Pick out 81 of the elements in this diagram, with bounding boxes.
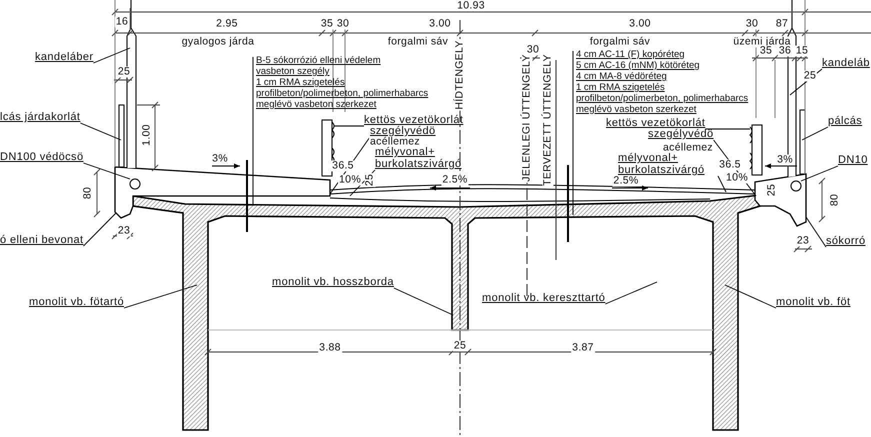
callout-text: kandeláber <box>35 51 94 63</box>
dimension-label: 25 <box>766 182 778 198</box>
leader-line <box>124 284 198 308</box>
dimension-label: 36 <box>778 46 792 56</box>
callout-text: kettös vezetökorlát <box>364 114 464 126</box>
dimension-label: 25 <box>452 340 468 352</box>
dimension-label: 23 <box>116 226 132 236</box>
callout-text: monolit vb. kereszttartó <box>482 292 606 304</box>
callout-text: mélyvonal+ burkolatszivárgó <box>375 146 475 170</box>
leader-line <box>790 68 822 96</box>
callout-text: B-5 sókorrózió elleni védelem vasbeton szegély 1 cm RMA szigetelés profilbeton/polimerbeton, polimerhabarcs meglévö vasbeton szerkezet <box>253 55 428 110</box>
callout-text: monolit vb. hosszborda <box>272 276 394 288</box>
callout-text: pálcás <box>828 115 862 127</box>
dimension-label: 16 <box>114 16 130 28</box>
dimension-label: 10.93 <box>456 0 486 12</box>
callout-text: szegélyvédö <box>648 128 714 140</box>
callout-text: DN10 <box>838 154 868 166</box>
dimension-label: 3.88 <box>318 342 342 354</box>
dimension-label: 30 <box>336 18 350 30</box>
leader-line <box>802 126 828 140</box>
callout-text: monolit vb. föt <box>776 296 850 308</box>
dimension-label: 3% <box>776 154 794 166</box>
leader-line <box>704 128 750 130</box>
dimension-label: 3.00 <box>628 18 652 30</box>
callout-text: DN100 védöcsö <box>0 151 84 163</box>
dimension-label: 87 <box>774 18 790 30</box>
callout-text: sókorró <box>826 235 866 247</box>
dimension-label: 30 <box>744 18 760 30</box>
dimension-label: 80 <box>82 186 94 200</box>
dimension-label: 3.87 <box>571 342 595 354</box>
dimension-label: 25 <box>116 66 132 78</box>
part-label: forgalmi sáv <box>588 36 652 48</box>
axis-label: HÍDTENGELY <box>454 39 466 111</box>
dimension-label: 25 <box>364 172 376 188</box>
callout-text: kandeláb <box>822 57 870 69</box>
dimension-label: 2.5% <box>612 176 640 186</box>
part-label: üzemi járda <box>732 36 792 48</box>
callout-text: monolit vb. fötartó <box>29 296 124 308</box>
dimension-label: 23 <box>796 236 810 246</box>
leader-line <box>604 282 658 304</box>
dimension-label: 35 <box>320 18 334 30</box>
dimension-label: 2.95 <box>215 18 239 30</box>
dimension-label: 80 <box>830 192 840 208</box>
dimension-label: 10% <box>338 174 362 186</box>
leader-line <box>393 288 454 316</box>
dimension-label: 36.5 <box>331 160 355 172</box>
dimension-label: 15 <box>794 46 810 56</box>
callout-text: kettös vezetökorlát <box>606 117 706 129</box>
leader-line <box>80 122 122 140</box>
dimension-label: 36.5 <box>718 160 742 170</box>
part-label: gyalogos járda <box>180 36 256 48</box>
callout-text: szegélyvédö <box>370 125 436 137</box>
leader-line <box>93 48 130 64</box>
part-label: forgalmi sáv <box>386 36 450 48</box>
leader-line <box>806 216 826 248</box>
leader-line <box>83 162 130 180</box>
dimension-label: 2.5% <box>441 174 469 186</box>
guardrail-symbol <box>322 120 334 176</box>
callout-text: 4 cm AC-11 (F) kopóréteg 5 cm AC-16 (mNM) kötöréteg 4 cm MA-8 védöréteg 1 cm RMA szigetelés profilbeton/polimerbeton, polimerhabarcs meglévö vasbeton szerkezet <box>573 49 748 115</box>
callout-text: mélyvonal+ burkolatszivárgó <box>618 152 718 176</box>
leader-line <box>252 56 254 204</box>
callout-text: ó elleni bevonat <box>0 234 84 246</box>
axis-label: TERVEZETT ÚTTENGELY <box>542 53 554 187</box>
dimension-label: 30 <box>526 44 540 56</box>
leader-line <box>83 212 116 246</box>
leader-line <box>718 176 726 192</box>
axis-label: JELENLEGI ÚTTENGELY <box>522 53 532 183</box>
dimension-label: 1.00 <box>142 123 152 147</box>
callout-text: lcás járdakorlát <box>0 111 80 123</box>
leader-line <box>572 50 574 216</box>
dimension-label: 25 <box>802 70 818 82</box>
dimension-label: 3.00 <box>428 18 452 30</box>
dimension-label: 35 <box>758 46 774 56</box>
leader-line <box>724 284 776 308</box>
guardrail-symbol <box>750 124 762 176</box>
leader-line <box>800 166 838 182</box>
leader-line <box>713 140 756 196</box>
dimension-label: 10% <box>725 172 749 184</box>
part-label: acéllemez <box>369 136 421 148</box>
dimension-label: 3% <box>211 154 229 164</box>
part-label: acéllemez <box>662 142 714 154</box>
